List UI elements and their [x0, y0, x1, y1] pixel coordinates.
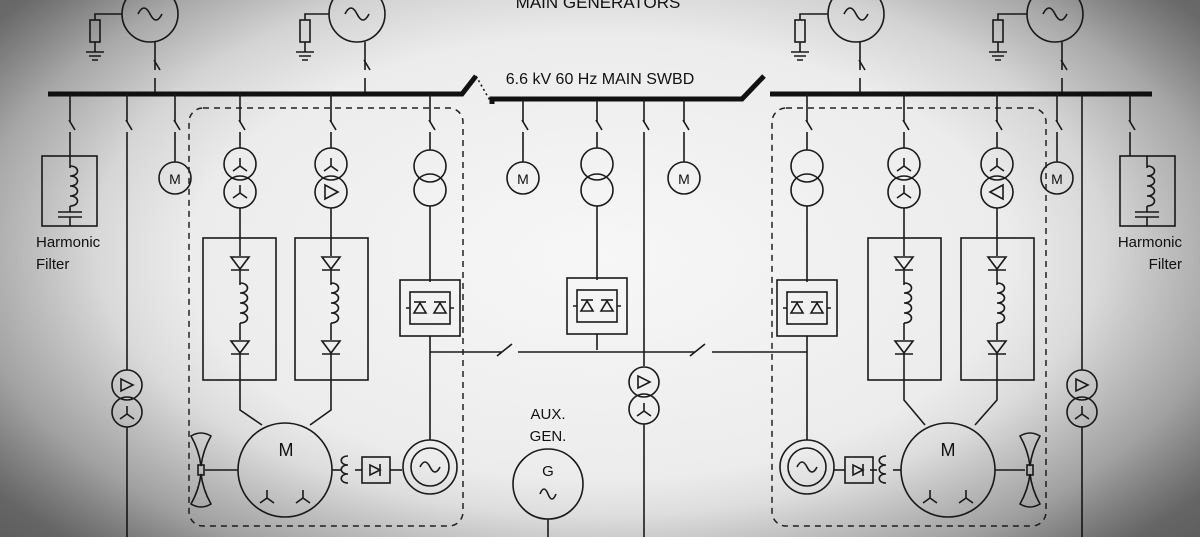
- center-motor-2: M: [667, 99, 701, 195]
- harmonic-filter-left-label-2: Filter: [36, 256, 69, 273]
- center-motor-2-label: M: [678, 171, 690, 187]
- aux-label-1: AUX.: [530, 406, 565, 423]
- main-generator-2: [295, 0, 386, 94]
- aux-label-2: GEN.: [530, 428, 567, 445]
- right-propulsion-motor-label: M: [941, 440, 956, 460]
- right-propulsion-box: [771, 107, 1047, 527]
- right-motor-label: M: [1051, 171, 1063, 187]
- aux-generator-g-label: G: [542, 463, 554, 480]
- left-converter-1: [202, 94, 277, 426]
- right-propulsion-motor: M: [779, 423, 1041, 517]
- harmonic-filter-right: Harmonic Filter: [1118, 94, 1183, 273]
- main-generator-4: [988, 0, 1084, 94]
- right-exciter-feeder: [777, 94, 837, 440]
- center-motor-1-label: M: [517, 171, 529, 187]
- harmonic-filter-right-label-2: Filter: [1149, 256, 1182, 273]
- harmonic-filter-left-label-1: Harmonic: [36, 234, 101, 251]
- left-exciter-feeder: [400, 94, 460, 440]
- main-generator-3: [790, 0, 885, 94]
- harmonic-filter-left: Harmonic Filter: [36, 94, 101, 273]
- center-motor-1: M: [506, 99, 540, 195]
- main-generators-label: MAIN GENERATORS: [516, 0, 681, 12]
- left-converter-2: [294, 94, 369, 426]
- left-transformer-feeder: [111, 94, 143, 537]
- dc-link-line: [430, 343, 807, 357]
- swbd-label: 6.6 kV 60 Hz MAIN SWBD: [506, 71, 695, 88]
- harmonic-filter-right-label-1: Harmonic: [1118, 234, 1183, 251]
- left-motor-feeder: M: [158, 94, 192, 195]
- right-motor-feeder: M: [1040, 94, 1074, 195]
- main-generator-1: [85, 0, 179, 94]
- aux-generator: AUX. GEN. G: [512, 406, 584, 537]
- left-propulsion-motor-label: M: [279, 440, 294, 460]
- left-propulsion-box: [188, 107, 464, 527]
- left-propulsion-motor: M: [190, 423, 458, 517]
- center-converter: [567, 99, 627, 350]
- right-converter-2: [960, 94, 1035, 426]
- main-bus-bar: [48, 74, 1152, 105]
- left-motor-label: M: [169, 171, 181, 187]
- right-transformer-feeder: [1066, 94, 1098, 537]
- center-transformer-feeder: [628, 99, 660, 537]
- right-converter-1: [867, 94, 942, 426]
